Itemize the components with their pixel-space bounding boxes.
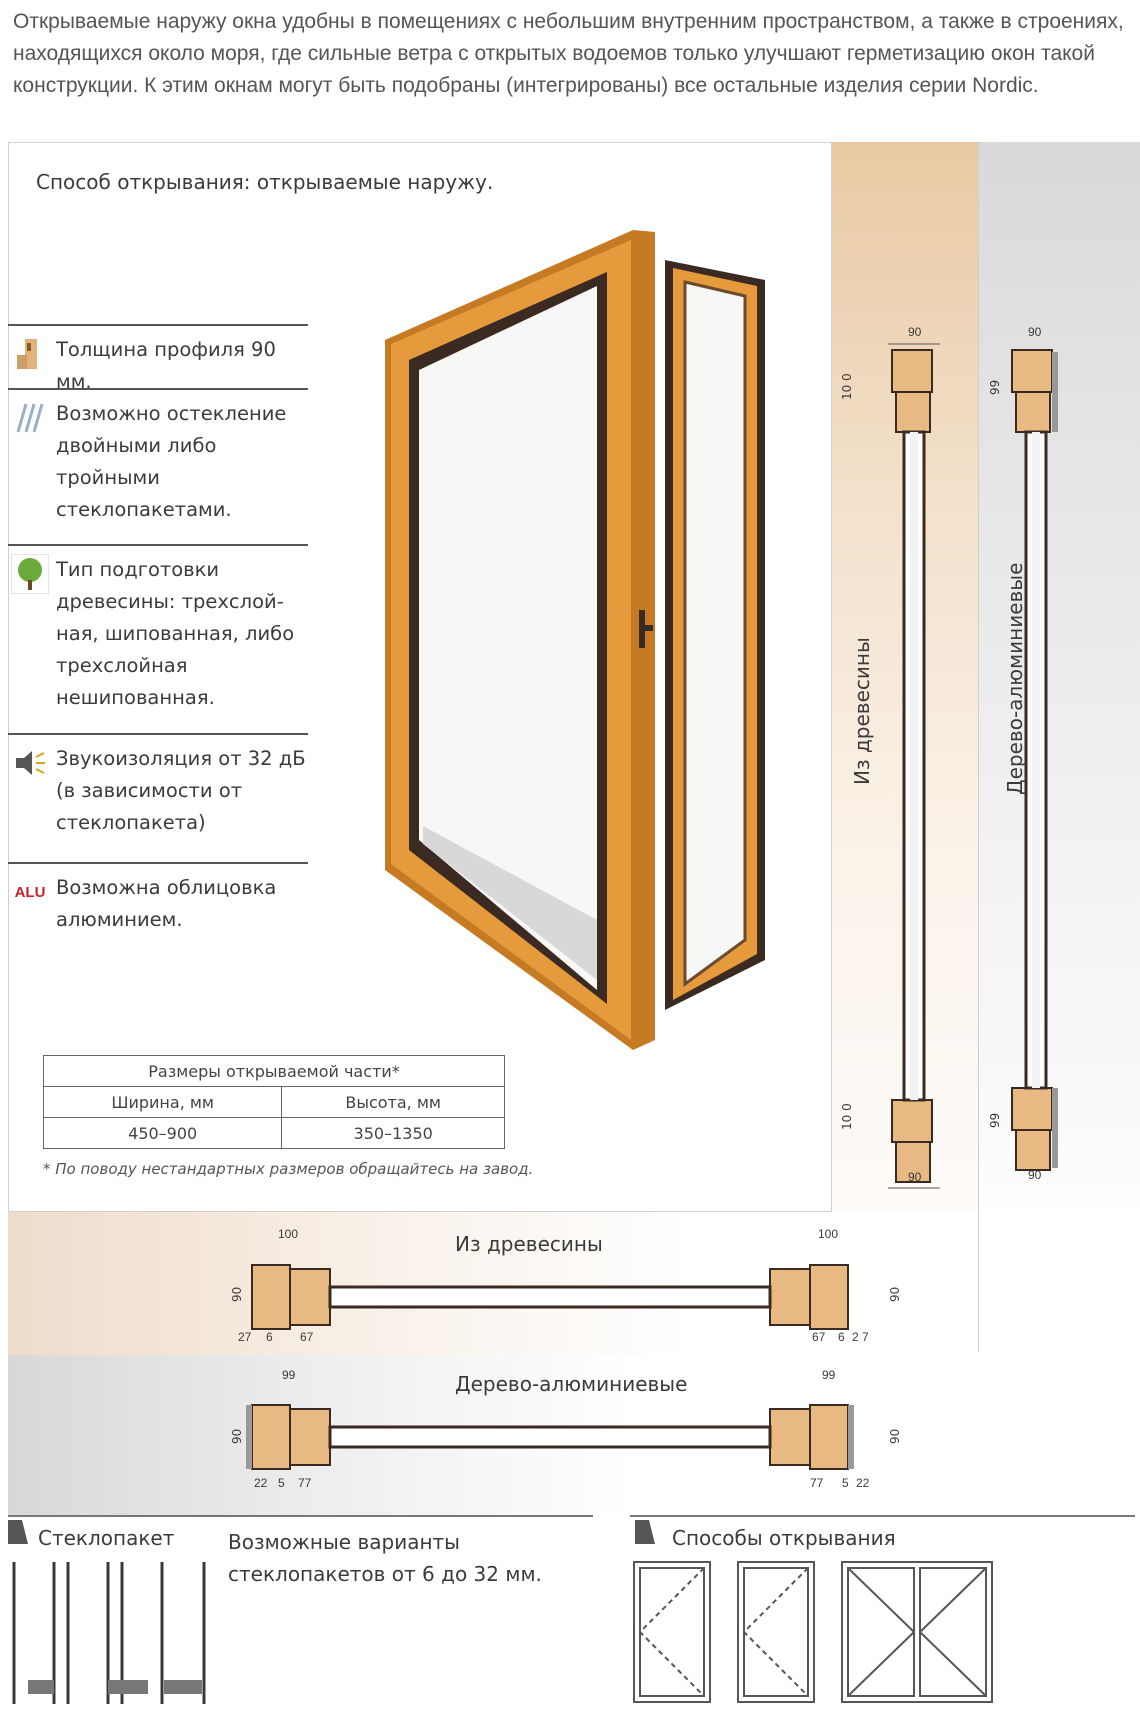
dim-height: 99 <box>988 379 1002 395</box>
dim-width: 99 <box>282 1368 296 1382</box>
alu-badge: ALU <box>14 883 46 901</box>
wood-horizontal-label: Из древесины <box>455 1232 603 1256</box>
alu-horizontal-label: Дерево-алюминиевые <box>455 1372 688 1396</box>
divider <box>978 142 979 1352</box>
dim-label: 6 <box>838 1330 845 1344</box>
dim-label: 67 <box>300 1330 314 1344</box>
profile-icon <box>10 334 50 374</box>
dim-height: 90 <box>888 1286 902 1302</box>
dim-width: 100 <box>278 1227 299 1241</box>
feature-glazing: Возможно остекление двойными либо тройны… <box>8 388 308 521</box>
wood-vertical-section <box>888 343 940 1189</box>
alu-horizontal-section <box>246 1404 854 1470</box>
dim-label: 77 <box>298 1476 312 1490</box>
sizes-note: * По поводу нестандартных размеров обращ… <box>43 1160 534 1178</box>
glazing-units-diagram <box>12 1562 206 1704</box>
section-marker-icon <box>635 1520 655 1544</box>
wood-wash-background <box>8 1210 1140 1355</box>
dim-width: 90 <box>908 1170 922 1184</box>
window-illustration <box>385 230 765 1050</box>
dim-height: 90 <box>888 1428 902 1444</box>
alu-vertical-section <box>1011 349 1058 1171</box>
dim-width: 90 <box>1028 325 1042 339</box>
dim-label: 67 <box>812 1330 826 1344</box>
speaker-icon <box>10 743 50 783</box>
glazing-text: Возможные варианты стеклопакетов от 6 до… <box>228 1530 542 1586</box>
dim-label: 27 <box>238 1330 252 1344</box>
feature-profile: Толщина профиля 90 мм. <box>8 324 308 393</box>
sizes-table-value-height: 350–1350 <box>281 1117 505 1149</box>
tree-icon <box>10 554 50 594</box>
sizes-table-title: Размеры открываемой части* <box>43 1055 505 1087</box>
divider <box>8 1515 593 1517</box>
wood-horizontal-section <box>251 1264 849 1330</box>
dim-height: 99 <box>988 1112 1002 1128</box>
opening-types-diagram <box>633 1561 993 1703</box>
dim-label: 22 <box>254 1476 268 1490</box>
dim-label: 2 7 <box>852 1330 869 1344</box>
sizes-table: Размеры открываемой части* Ширина, мм Вы… <box>42 1055 505 1149</box>
dim-width: 90 <box>908 325 922 339</box>
feature-text: Возможно остекление двойными либо тройны… <box>56 402 287 521</box>
glazing-title: Стеклопакет <box>38 1526 175 1550</box>
dim-height: 10 0 <box>840 1103 854 1130</box>
sizes-table-header-height: Высота, мм <box>281 1086 505 1118</box>
dim-height: 90 <box>230 1286 244 1302</box>
feature-text: Возможна облицовка алюминием. <box>56 876 277 931</box>
feature-text: Звукоизоляция от 32 дБ (в зависимости от… <box>56 747 306 834</box>
opening-method-heading: Способ открывания: открываемые наружу. <box>36 170 494 194</box>
sizes-table-header-width: Ширина, мм <box>42 1086 283 1118</box>
alu-vertical-label: Дерево-алюминиевые <box>1003 562 1027 795</box>
dim-label: 6 <box>266 1330 273 1344</box>
concrete-texture-strip <box>978 142 1140 1262</box>
feature-alu: ALU Возможна облицовка алюминием. <box>8 862 308 942</box>
dim-label: 77 <box>810 1476 824 1490</box>
sizes-table-value-width: 450–900 <box>42 1117 283 1149</box>
intro-paragraph: Открываемые наружу окна удобны в помещен… <box>13 10 1124 97</box>
feature-wood: Тип подготовки древесины: трехслой-ная, … <box>8 544 308 709</box>
feature-sound: Звукоизоляция от 32 дБ (в зависимости от… <box>8 733 308 834</box>
wood-vertical-label: Из древесины <box>850 637 874 785</box>
alu-icon: ALU <box>10 872 50 912</box>
glazing-icon <box>10 398 50 438</box>
dim-height: 10 0 <box>840 373 854 400</box>
dim-label: 22 <box>856 1476 870 1490</box>
opening-types-title: Способы открывания <box>672 1526 896 1550</box>
feature-text: Тип подготовки древесины: трехслой-ная, … <box>56 558 295 709</box>
dim-label: 5 <box>842 1476 849 1490</box>
section-marker-icon <box>8 1520 28 1544</box>
dim-height: 90 <box>230 1428 244 1444</box>
dim-width: 90 <box>1028 1168 1042 1182</box>
glazing-bead <box>423 826 597 980</box>
divider <box>630 1515 1135 1517</box>
dim-width: 100 <box>818 1227 839 1241</box>
feature-text: Толщина профиля 90 мм. <box>56 338 276 393</box>
dim-width: 99 <box>822 1368 836 1382</box>
dim-label: 5 <box>278 1476 285 1490</box>
